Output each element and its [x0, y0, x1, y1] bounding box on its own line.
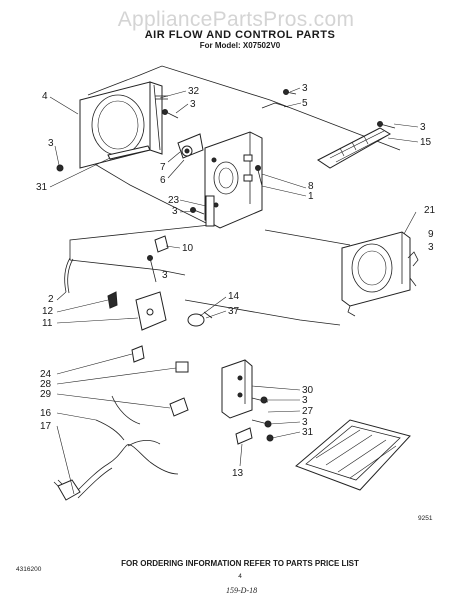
spring-9 — [407, 251, 419, 267]
callout-29: 30 — [302, 385, 314, 396]
control-bracket-1 — [204, 131, 263, 229]
callout-6: 6 — [160, 175, 166, 186]
fan-shroud-right — [341, 231, 411, 317]
shaft-21 — [205, 195, 215, 227]
terminal-23 — [131, 345, 145, 363]
seal-strip-32 — [155, 95, 168, 100]
callout-3-right-top: 3 — [420, 122, 426, 133]
callout-14: 14 — [228, 291, 240, 302]
screw-8 — [255, 165, 263, 187]
callout-2: 2 — [48, 294, 54, 305]
watermark: AppliancePartsPros.com — [118, 8, 355, 31]
connector-28 — [169, 397, 189, 417]
rod-2 — [64, 257, 74, 294]
callout-13: 13 — [232, 468, 244, 479]
callout-labels: 4 3 31 32 3 7 6 3 5 3 15 8 1 23 3 21 9 3… — [36, 83, 436, 479]
callout-37: 37 — [228, 306, 240, 317]
bracket-13 — [235, 427, 253, 445]
leader-lines — [49, 87, 419, 495]
page-number: 4 — [238, 573, 242, 580]
callout-3-left: 3 — [48, 138, 54, 149]
screw-3-right — [409, 277, 417, 287]
control-box-29 — [221, 359, 253, 419]
callout-1: 1 — [308, 191, 314, 202]
callout-9: 9 — [428, 229, 434, 240]
callout-3-upper: 3 — [190, 99, 196, 110]
callout-7: 7 — [160, 162, 166, 173]
screw-3-knob — [147, 255, 157, 283]
doc-number: 4316200 — [16, 566, 42, 573]
screw-3-mid — [190, 207, 205, 215]
callout-23: 24 — [40, 369, 52, 380]
wire-harness-17 — [95, 395, 141, 441]
page-title: AIR FLOW AND CONTROL PARTS — [145, 29, 336, 41]
damper-15 — [317, 127, 391, 169]
callout-5: 5 — [302, 98, 308, 109]
callout-8: 8 — [308, 181, 314, 192]
callout-4: 4 — [42, 91, 48, 102]
knob-14-37 — [187, 311, 213, 327]
handwritten-note: 159-D-18 — [226, 586, 257, 595]
switch-27 — [175, 361, 189, 373]
assembly-outline-lines — [69, 65, 401, 326]
callout-3-box: 3 — [302, 395, 308, 406]
callout-27: 28 — [40, 379, 52, 390]
power-cord-16 — [53, 440, 179, 501]
screw-3-top — [283, 89, 297, 95]
bushing-6-7 — [177, 133, 204, 159]
callout-3-box-2: 3 — [302, 417, 308, 428]
callout-28: 29 — [40, 389, 52, 400]
order-info: FOR ORDERING INFORMATION REFER TO PARTS … — [121, 559, 359, 568]
callout-16: 17 — [40, 421, 52, 432]
callout-3-mid: 3 — [172, 206, 178, 217]
screws-24-30 — [251, 396, 274, 442]
callout-3-right: 3 — [428, 242, 434, 253]
callout-10: 10 — [182, 243, 194, 254]
callout-24: 27 — [302, 406, 314, 417]
callout-15: 15 — [420, 137, 432, 148]
callout-17: 16 — [40, 408, 52, 419]
callout-3-knob: 3 — [162, 270, 168, 281]
callout-11: 11 — [42, 318, 53, 329]
callout-31: 31 — [36, 182, 48, 193]
switch-bracket-11 — [107, 291, 167, 331]
diagram-code: 9251 — [418, 515, 433, 522]
screw-3-right-top — [377, 121, 396, 129]
screw-3-upper — [162, 109, 179, 119]
callout-30: 31 — [302, 427, 314, 438]
mounting-bar-31 — [107, 145, 151, 160]
callout-3-top: 3 — [302, 83, 308, 94]
model-line: For Model: X07502V0 — [200, 41, 281, 50]
base-tray — [295, 419, 411, 491]
callout-21: 23 — [168, 195, 180, 206]
callout-20: 21 — [424, 205, 436, 216]
screw-3-left — [56, 164, 64, 172]
callout-32: 32 — [188, 86, 200, 97]
callout-12: 12 — [42, 306, 54, 317]
clip-5 — [261, 102, 289, 109]
knob-10 — [154, 235, 169, 253]
